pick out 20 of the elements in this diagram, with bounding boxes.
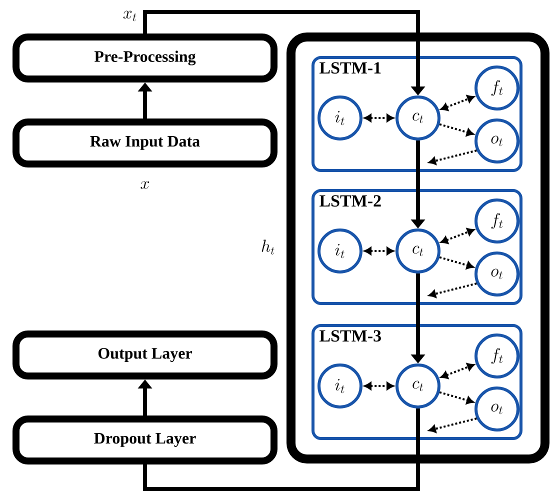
process-box: Raw Input Data bbox=[12, 118, 278, 168]
variable-label: $x_t$ bbox=[123, 10, 136, 22]
arrow bbox=[440, 363, 474, 379]
arrow bbox=[439, 256, 474, 270]
arrow bbox=[439, 391, 474, 404]
container-box bbox=[286, 32, 550, 464]
arrow bbox=[428, 282, 477, 298]
arrow bbox=[364, 382, 394, 390]
arrow bbox=[364, 114, 394, 122]
arrow bbox=[440, 228, 474, 244]
arrow bbox=[440, 95, 474, 111]
process-box: Pre-Processing bbox=[12, 34, 278, 82]
variable-label: $h_t$ bbox=[262, 240, 274, 254]
variable-label: $x$ bbox=[140, 181, 150, 189]
process-box: Output Layer bbox=[12, 330, 278, 380]
arrow bbox=[428, 150, 477, 165]
arrow bbox=[428, 418, 477, 433]
process-box: Dropout Layer bbox=[12, 416, 278, 464]
arrow bbox=[439, 123, 474, 136]
arrow bbox=[364, 247, 394, 255]
